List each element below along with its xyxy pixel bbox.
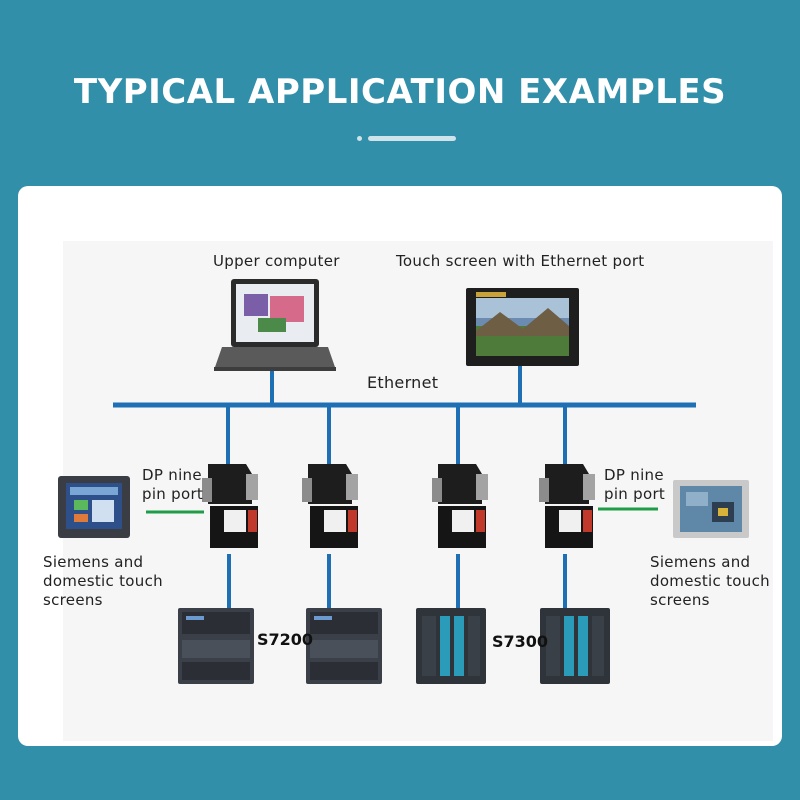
label-dp-port-left: DP nine pin port — [142, 466, 204, 503]
label-touch-screen-ethernet: Touch screen with Ethernet port — [396, 252, 645, 270]
dp-connector-3-icon — [432, 464, 488, 548]
network-diagram — [58, 279, 749, 684]
diagram-card: Upper computer Touch screen with Etherne… — [18, 186, 782, 746]
dp-connector-4-icon — [539, 464, 595, 548]
label-upper-computer: Upper computer — [213, 252, 340, 270]
right-hmi-screen-icon — [673, 480, 749, 538]
label-model-s7300: S7300 — [492, 632, 549, 651]
dp-connector-1-icon — [202, 464, 258, 548]
label-model-s7200: S7200 — [257, 630, 314, 649]
dp-connector-2-icon — [302, 464, 358, 548]
label-dp-port-right: DP nine pin port — [604, 466, 666, 503]
label-touch-screens-right: Siemens and domestic touch screens — [650, 553, 770, 609]
plc-s7200-2-icon — [306, 608, 382, 684]
label-ethernet: Ethernet — [367, 373, 439, 392]
left-hmi-screen-icon — [58, 476, 130, 538]
laptop-icon — [214, 279, 336, 371]
label-touch-screens-left: Siemens and domestic touch screens — [43, 553, 163, 609]
plc-s7300-2-icon — [540, 608, 610, 684]
title-dash-decoration — [368, 136, 456, 141]
plc-s7200-1-icon — [178, 608, 254, 684]
page-title: TYPICAL APPLICATION EXAMPLES — [73, 72, 727, 112]
ethernet-touchscreen-icon — [466, 288, 579, 366]
plc-s7300-1-icon — [416, 608, 486, 684]
title-dot-decoration — [357, 136, 362, 141]
